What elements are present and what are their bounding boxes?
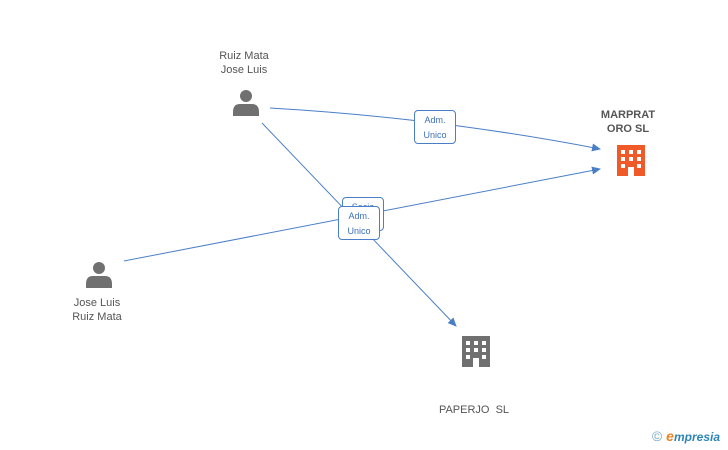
company-marprat-name-line1: MARPRAT — [600, 109, 656, 121]
empresia-watermark: ©empresia — [652, 428, 720, 444]
person-top-name-line1: Ruiz Mata — [219, 50, 269, 62]
company-paperjo-label[interactable]: PAPERJO SL — [426, 375, 522, 431]
company-marprat-label[interactable]: MARPRAT ORO SL — [588, 108, 668, 136]
person-left-name-line2: Ruiz Mata — [72, 311, 122, 323]
building-icon[interactable] — [617, 145, 645, 176]
person-left-label[interactable]: Jose Luis Ruiz Mata — [59, 296, 135, 324]
relation-line2: Unico — [347, 226, 371, 236]
person-icon[interactable] — [86, 262, 112, 288]
person-top-label[interactable]: Ruiz Mata Jose Luis — [206, 49, 282, 77]
relation-line2: Unico — [423, 130, 447, 140]
building-icon[interactable] — [462, 336, 490, 367]
person-icon[interactable] — [233, 90, 259, 116]
relation-badge-adm-unico[interactable]: Adm. Unico — [338, 206, 380, 240]
relation-line1: Adm. — [424, 115, 446, 125]
person-top-name-line2: Jose Luis — [220, 64, 268, 76]
company-marprat-name-line2: ORO SL — [606, 123, 650, 135]
relation-line1: Adm. — [348, 211, 370, 221]
company-paperjo-name: PAPERJO SL — [438, 404, 510, 416]
relation-badge-adm-unico[interactable]: Adm. Unico — [414, 110, 456, 144]
brand-logo-text: mpresia — [673, 430, 720, 444]
person-left-name-line1: Jose Luis — [73, 297, 121, 309]
copyright-icon: © — [651, 428, 663, 444]
brand-logo-initial: e — [666, 428, 674, 444]
